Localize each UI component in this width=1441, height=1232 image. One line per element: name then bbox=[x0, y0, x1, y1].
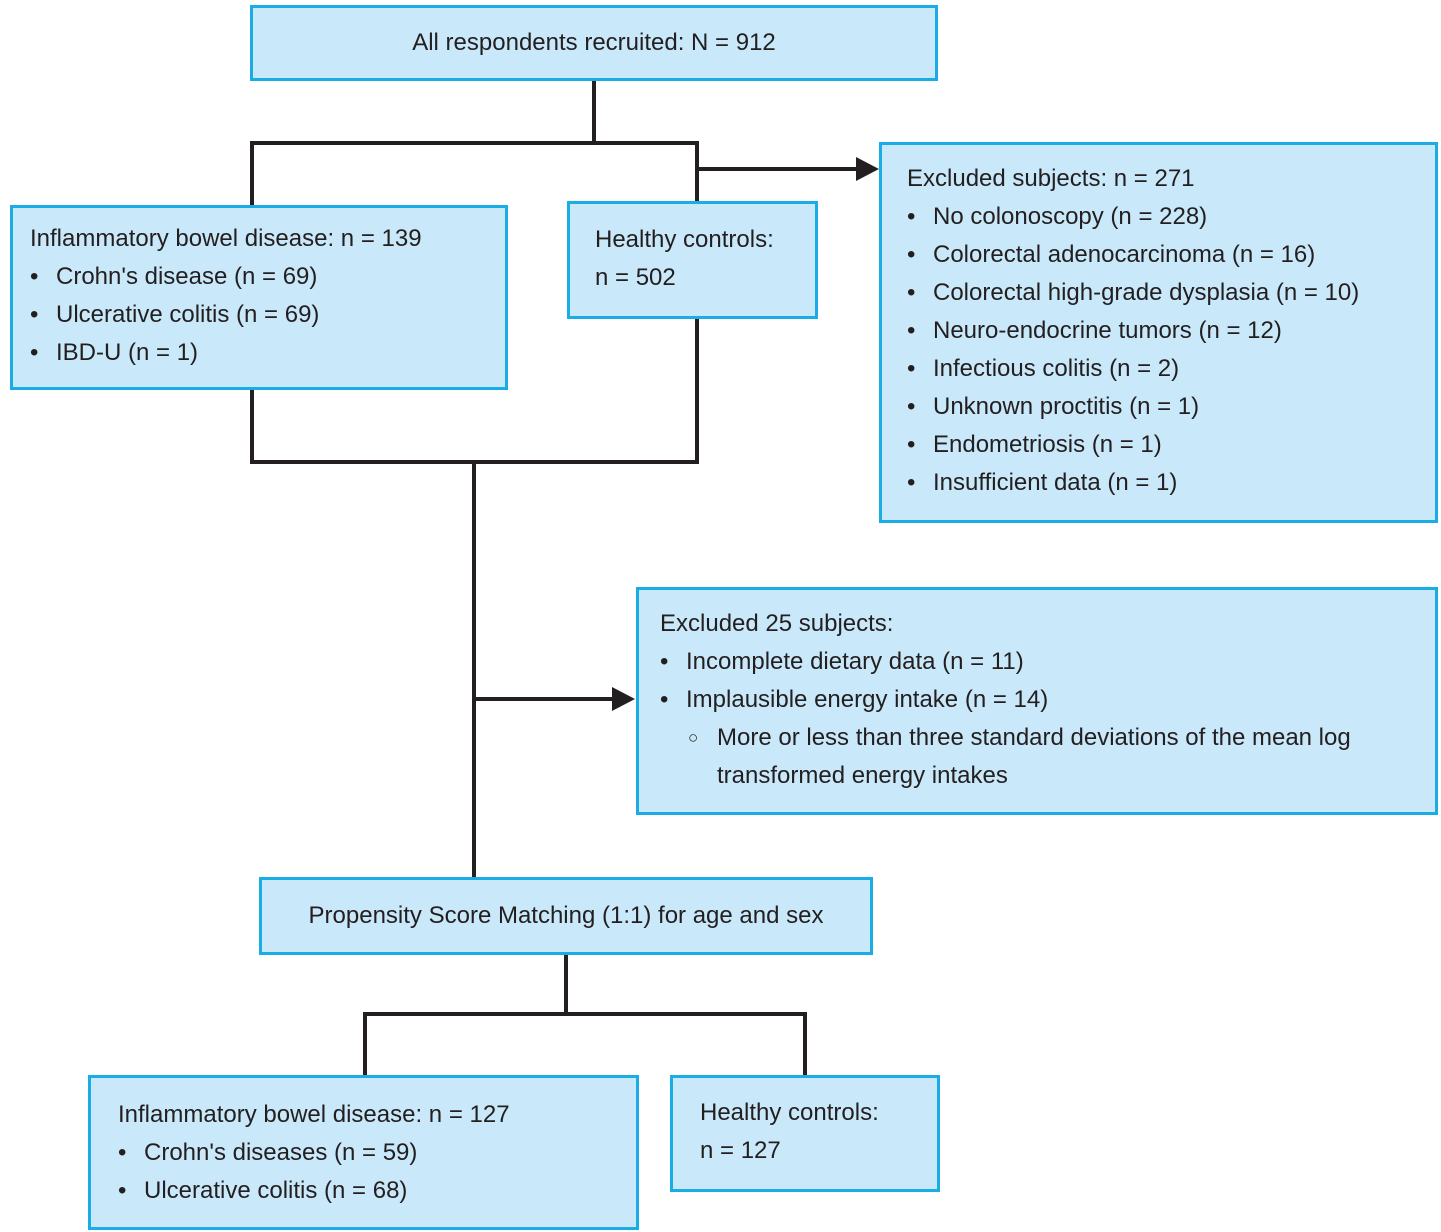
bullet-icon: • bbox=[118, 1177, 127, 1204]
list-item: • Unknown proctitis (n = 1) bbox=[907, 388, 1423, 426]
box-healthy-matched-line: Healthy controls: bbox=[700, 1099, 879, 1126]
box-ibd-matched-title: Inflammatory bowel disease: n = 127 bbox=[118, 1101, 510, 1128]
list-item: • Infectious colitis (n = 2) bbox=[907, 350, 1423, 388]
list-item: • Crohn's diseases (n = 59) bbox=[118, 1134, 620, 1172]
box-excluded-subjects: Excluded subjects: n = 271 • No colonosc… bbox=[879, 142, 1438, 523]
bullet-icon: • bbox=[660, 686, 669, 713]
sub-list-item: ○ More or less than three standard devia… bbox=[688, 719, 1419, 795]
list-item: • Insufficient data (n = 1) bbox=[907, 464, 1423, 502]
bullet-icon: • bbox=[907, 393, 916, 420]
box-healthy-controls-line: Healthy controls: bbox=[595, 226, 774, 253]
box-excluded-25: Excluded 25 subjects: • Incomplete dieta… bbox=[636, 587, 1438, 815]
box-healthy-controls-matched: Healthy controls: n = 127 bbox=[670, 1075, 940, 1192]
list-item: • IBD-U (n = 1) bbox=[30, 334, 489, 372]
bullet-icon: • bbox=[907, 203, 916, 230]
box-excluded-subjects-title: Excluded subjects: n = 271 bbox=[907, 165, 1195, 192]
box-healthy-controls-count: n = 502 bbox=[595, 264, 676, 291]
bullet-icon: • bbox=[660, 648, 669, 675]
list-item: • Incomplete dietary data (n = 11) bbox=[660, 643, 1419, 681]
bullet-icon: • bbox=[907, 355, 916, 382]
bullet-icon: • bbox=[907, 279, 916, 306]
list-item: • No colonoscopy (n = 228) bbox=[907, 198, 1423, 236]
box-healthy-matched-count: n = 127 bbox=[700, 1137, 781, 1164]
bullet-icon: • bbox=[907, 431, 916, 458]
box-ibd-baseline-title: Inflammatory bowel disease: n = 139 bbox=[30, 225, 422, 252]
connector-bottom-split bbox=[363, 1012, 807, 1075]
box-propensity-score-matching: Propensity Score Matching (1:1) for age … bbox=[259, 877, 873, 955]
arrowhead-icon bbox=[856, 157, 879, 181]
list-item: • Endometriosis (n = 1) bbox=[907, 426, 1423, 464]
box-ibd-matched: Inflammatory bowel disease: n = 127 • Cr… bbox=[88, 1075, 639, 1230]
arrowhead-icon bbox=[612, 687, 635, 711]
bullet-icon: • bbox=[30, 339, 39, 366]
box-healthy-controls-baseline: Healthy controls: n = 502 bbox=[567, 201, 818, 319]
box-propensity-score-matching-text: Propensity Score Matching (1:1) for age … bbox=[308, 902, 824, 929]
list-item: • Crohn's disease (n = 69) bbox=[30, 258, 489, 296]
bullet-icon: • bbox=[30, 301, 39, 328]
bullet-icon: • bbox=[30, 263, 39, 290]
bullet-icon: • bbox=[907, 469, 916, 496]
list-item: • Colorectal adenocarcinoma (n = 16) bbox=[907, 236, 1423, 274]
box-all-respondents-text: All respondents recruited: N = 912 bbox=[412, 29, 776, 56]
box-excluded-25-title: Excluded 25 subjects: bbox=[660, 610, 894, 637]
bullet-icon: • bbox=[907, 317, 916, 344]
list-item: • Neuro-endocrine tumors (n = 12) bbox=[907, 312, 1423, 350]
list-item: • Ulcerative colitis (n = 69) bbox=[30, 296, 489, 334]
box-all-respondents: All respondents recruited: N = 912 bbox=[250, 5, 938, 81]
list-item: • Ulcerative colitis (n = 68) bbox=[118, 1172, 620, 1210]
bullet-icon: • bbox=[118, 1139, 127, 1166]
box-ibd-baseline: Inflammatory bowel disease: n = 139 • Cr… bbox=[10, 205, 508, 390]
list-item: • Implausible energy intake (n = 14) bbox=[660, 681, 1419, 719]
open-bullet-icon: ○ bbox=[688, 728, 699, 747]
list-item: • Colorectal high-grade dysplasia (n = 1… bbox=[907, 274, 1423, 312]
bullet-icon: • bbox=[907, 241, 916, 268]
